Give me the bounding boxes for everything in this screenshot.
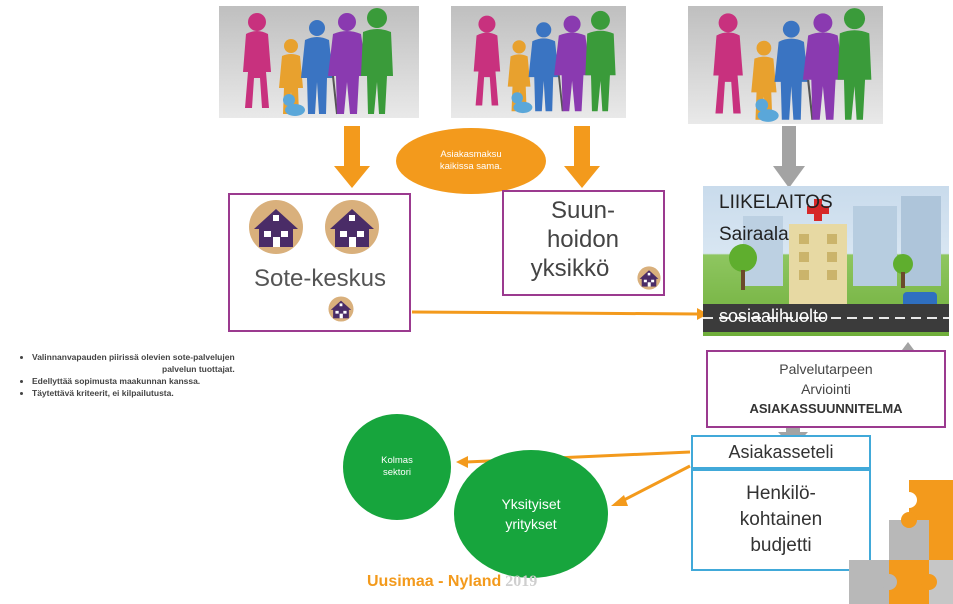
palvelutarve-line2: Arviointi (801, 381, 851, 397)
criteria-item-1-line1: Valinnanvapauden piirissä olevien sote-p… (32, 352, 235, 362)
asiakasseteli-label: Asiakasseteli (728, 441, 834, 462)
yksityiset-yritykset-circle: Yksityiset yritykset (454, 450, 608, 578)
criteria-item-1: Valinnanvapauden piirissä olevien sote-p… (32, 351, 388, 375)
yksityiset-line2: yritykset (505, 516, 557, 532)
footer-uusimaa: Uusimaa (367, 573, 434, 590)
sote-keskus-box: Sote-keskus (228, 193, 411, 332)
kolmas-line2: sektori (383, 467, 411, 478)
puzzle-decoration (849, 480, 953, 604)
budjetti-line2: kohtainen (739, 509, 823, 530)
sote-keskus-label: Sote-keskus (253, 265, 387, 292)
yksityiset-line1: Yksityiset (501, 496, 561, 512)
footer-year: 2019 (501, 573, 538, 590)
criteria-list: Valinnanvapauden piirissä olevien sote-p… (8, 351, 388, 399)
arrow-down-left (334, 126, 370, 188)
asiakasmaksu-line2: kaikissa sama. (439, 161, 503, 172)
people-panel-left (219, 6, 419, 118)
line-to-yksityiset (619, 464, 691, 504)
house-icon (637, 266, 661, 290)
asiakassuunnitelma-label: ASIAKASSUUNNITELMA (749, 401, 903, 416)
asiakasmaksu-line1: Asiakasmaksu (440, 149, 502, 160)
suun-line2: hoidon (546, 226, 620, 253)
footer-brand: Uusimaa - Nyland 2019 (367, 573, 537, 591)
liikelaitos-panel: LIIKELAITOS Sairaala sosiaalihuolto (703, 186, 949, 336)
suun-line1: Suun- (550, 197, 616, 224)
kolmas-sektori-circle: Kolmas sektori (343, 414, 451, 520)
suunhoidon-label: Suun- hoidon yksikkö (508, 196, 658, 283)
asiakasseteli-box: Asiakasseteli (691, 435, 871, 469)
footer-nyland: Nyland (447, 573, 502, 590)
suunhoidon-yksikko-box: Suun- hoidon yksikkö (502, 190, 665, 296)
asiakasmaksu-note: Asiakasmaksu kaikissa sama. (396, 128, 546, 194)
people-panel-right (688, 6, 883, 124)
house-icon (328, 296, 354, 322)
criteria-item-3: Täytettävä kriteerit, ei kilpailutusta. (32, 387, 388, 399)
liikelaitos-title: LIIKELAITOS (719, 192, 833, 213)
footer-separator: - (433, 573, 448, 590)
house-icon (249, 200, 303, 254)
criteria-item-2: Edellyttää sopimusta maakunnan kanssa. (32, 375, 388, 387)
henkilokohtainen-budjetti-box: Henkilö- kohtainen budjetti (691, 469, 871, 571)
suun-line3: yksikkö (530, 255, 610, 282)
line-sote-to-hospital (411, 310, 699, 316)
sairaala-label: Sairaala (719, 224, 789, 245)
budjetti-line3: budjetti (750, 535, 812, 556)
arrow-down-middle (564, 126, 600, 188)
budjetti-line1: Henkilö- (746, 483, 816, 504)
arrow-down-gray (773, 126, 805, 188)
palvelutarve-box: Palvelutarpeen Arviointi ASIAKASSUUNNITE… (706, 350, 946, 428)
kolmas-line1: Kolmas (381, 455, 413, 466)
hospital-illustration (703, 196, 949, 332)
sosiaalihuolto-label: sosiaalihuolto (719, 306, 829, 326)
people-panel-middle (451, 6, 626, 118)
palvelutarve-line1: Palvelutarpeen (779, 361, 873, 377)
criteria-item-1-line2: palvelun tuottajat. (162, 364, 235, 374)
house-icon (325, 200, 379, 254)
